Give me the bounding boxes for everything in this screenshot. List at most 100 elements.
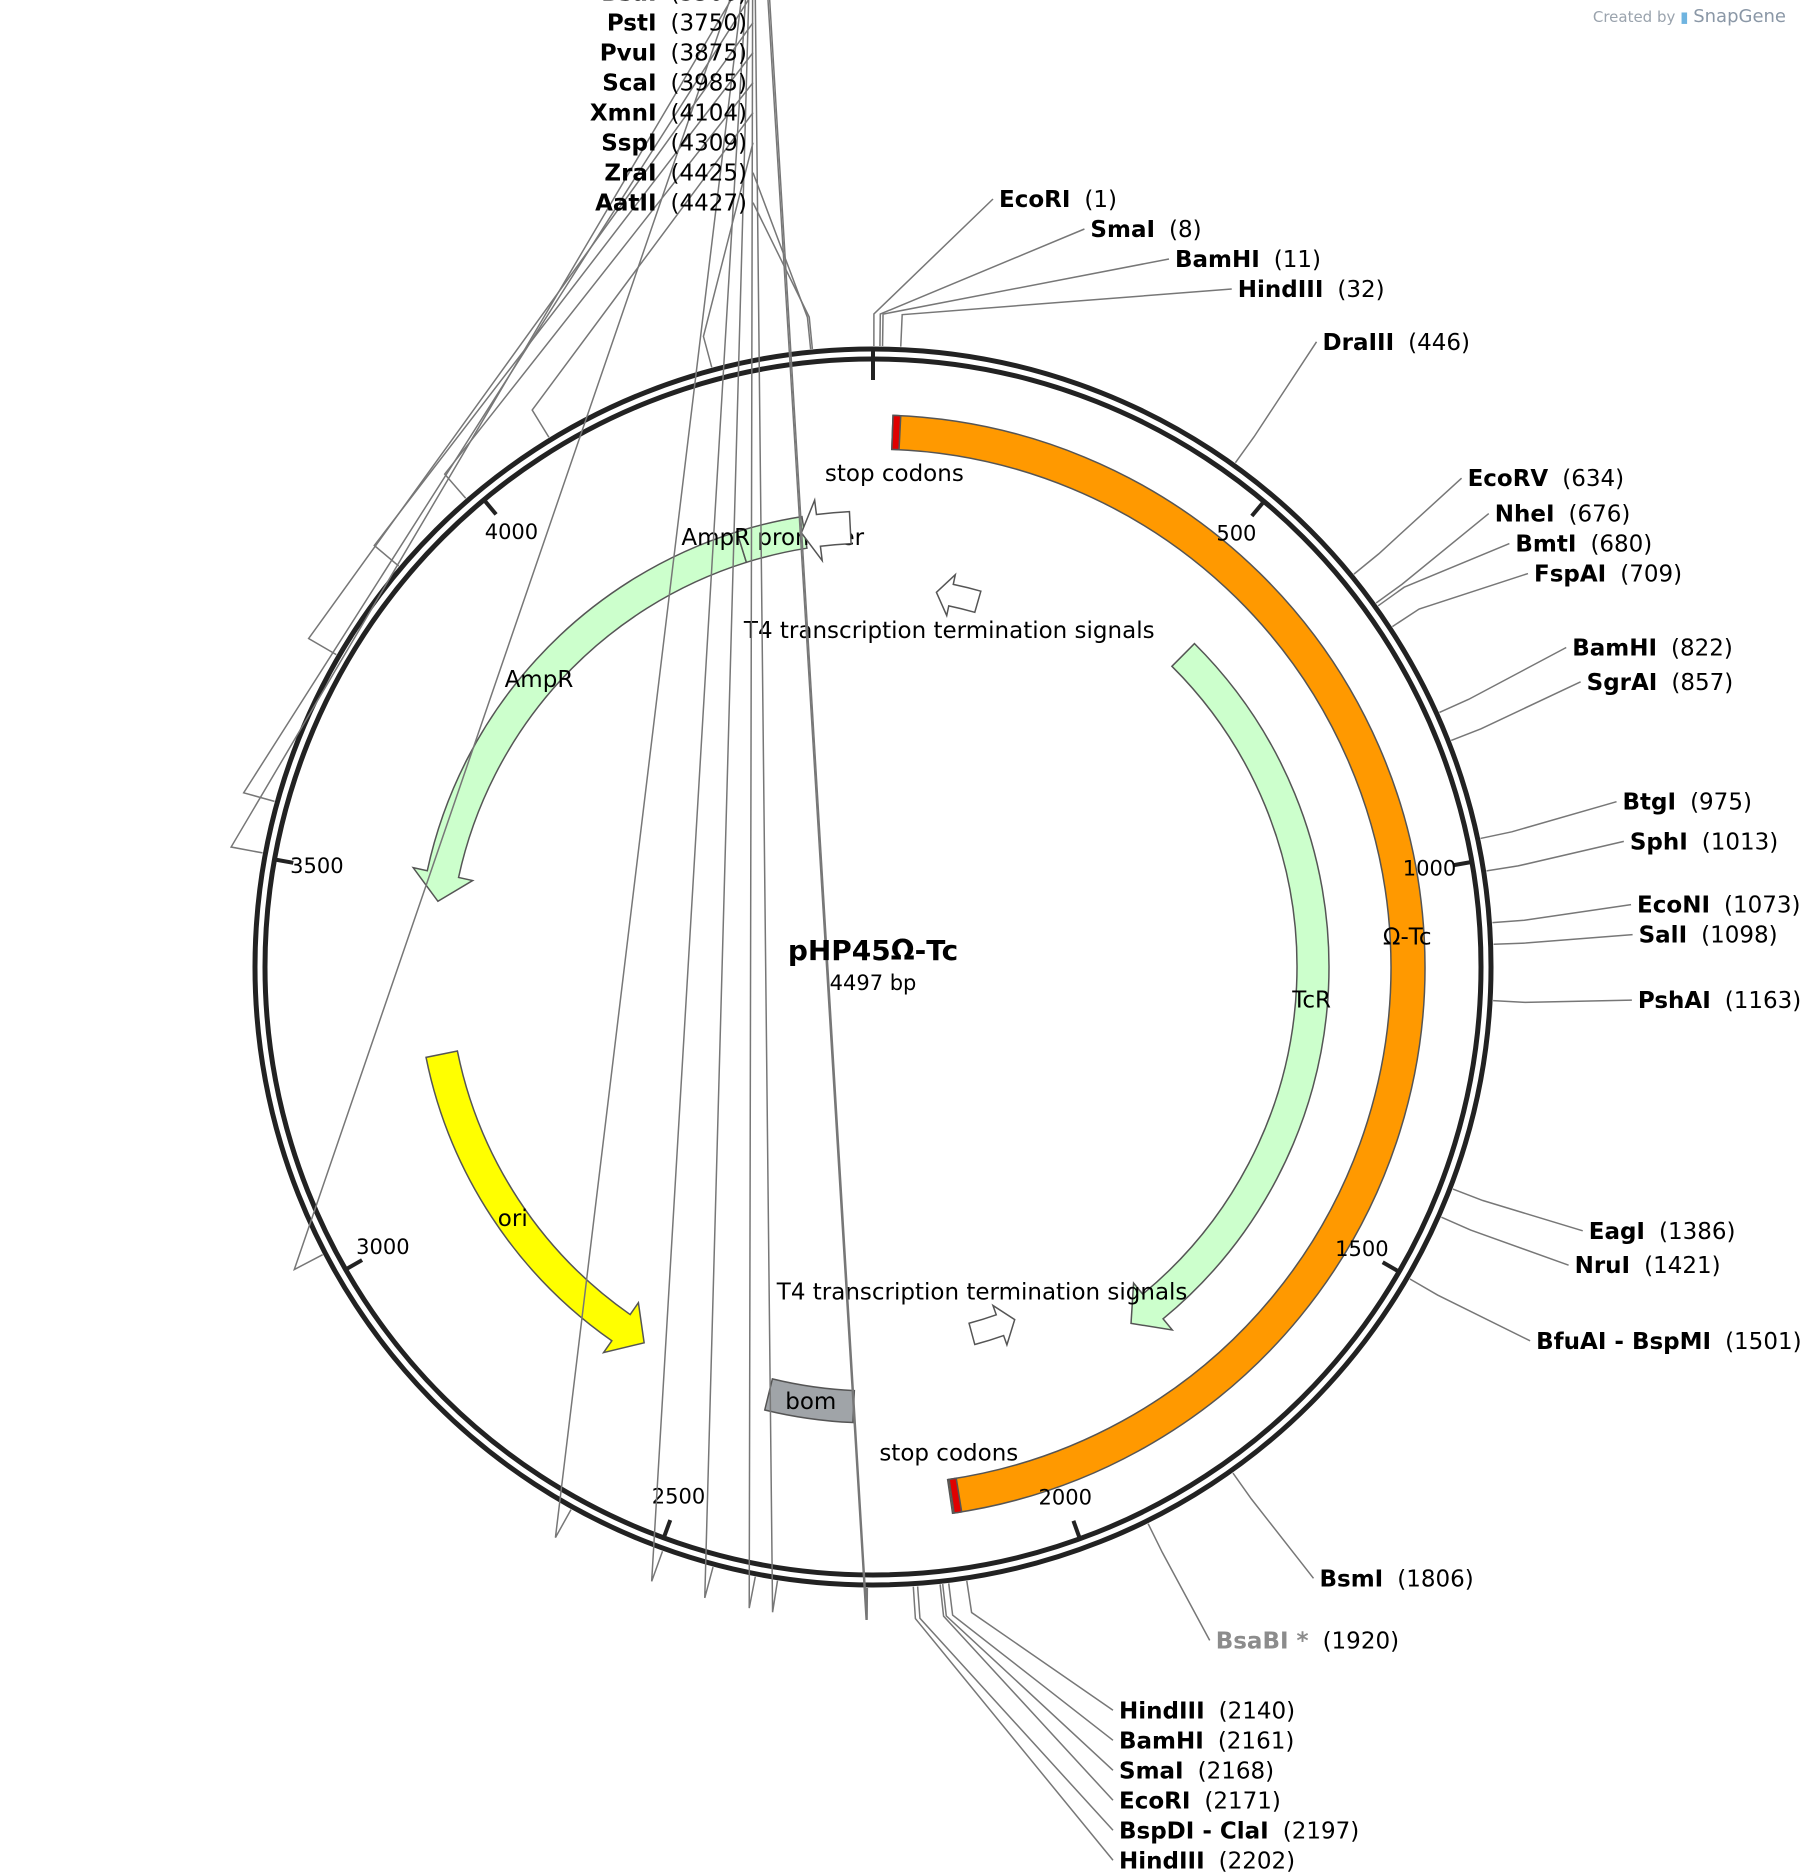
- site-bspdi-clai-2197[interactable]: BspDI - ClaI (2197): [1119, 1818, 1359, 1844]
- tick-label-1000: 1000: [1403, 856, 1456, 880]
- site-bamhi-11[interactable]: BamHI (11): [1175, 247, 1321, 273]
- site-fspai-709[interactable]: FspAI(709): [1534, 562, 1682, 588]
- feature-t4-transcription-termination-signals-8[interactable]: [935, 572, 982, 618]
- site-enzyme-name: BamHI: [1572, 636, 1657, 662]
- tick-500: [1250, 500, 1265, 518]
- tick-4000: [483, 499, 498, 516]
- site-leader-nrui-1421: [1441, 1216, 1569, 1266]
- site-leader-pshai-1163: [1493, 999, 1632, 1004]
- site-leader-smai-8: [879, 228, 1085, 347]
- site-hindiii-2140[interactable]: HindIII(2140): [1119, 1698, 1295, 1724]
- site-position: (2197): [1283, 1818, 1359, 1844]
- site-position: (3750): [671, 11, 747, 37]
- site-leader-hindiii-2202: [912, 1586, 1114, 1861]
- site-pshai-1163[interactable]: PshAI(1163): [1638, 988, 1801, 1014]
- feature-ori-2[interactable]: [425, 1050, 645, 1354]
- site-bsabi-1920[interactable]: BsaBI *(1920): [1216, 1628, 1399, 1654]
- site-eagi-1386[interactable]: EagI(1386): [1589, 1219, 1736, 1245]
- site-enzyme-name: BspDI - ClaI: [1119, 1818, 1269, 1844]
- site-position: (4427): [671, 191, 747, 217]
- feature-bom-5[interactable]: [763, 1377, 856, 1424]
- site-enzyme-name: EcoRI: [999, 187, 1070, 213]
- tick-label-2500: 2500: [652, 1484, 705, 1508]
- site-psti-3750[interactable]: PstI(3750): [607, 11, 747, 37]
- site-hindiii-32[interactable]: HindIII(32): [1238, 277, 1385, 303]
- feature-label-bom-5: bom: [785, 1389, 836, 1415]
- feature-tcr-1[interactable]: [1130, 642, 1330, 1331]
- site-enzyme-name: EcoRV: [1468, 466, 1549, 492]
- site-pvui-3875[interactable]: PvuI(3875): [600, 41, 747, 67]
- site-bamhi-822[interactable]: BamHI(822): [1572, 636, 1733, 662]
- site-enzyme-name: BamHI: [1175, 247, 1260, 273]
- site-position: (11): [1274, 247, 1321, 273]
- site-leader-ahdi-3505: [229, 0, 732, 854]
- site-position: (3985): [671, 71, 747, 97]
- site-smai-8[interactable]: SmaI(8): [1090, 217, 1201, 243]
- site-leader-alwni-3028: [292, 0, 731, 1272]
- site-nhei-676[interactable]: NheI(676): [1495, 502, 1631, 528]
- site-nrui-1421[interactable]: NruI(1421): [1575, 1253, 1721, 1279]
- site-position: (2171): [1204, 1788, 1280, 1814]
- site-ecorv-634[interactable]: EcoRV (634): [1468, 466, 1625, 492]
- site-position: (8): [1169, 217, 1202, 243]
- tick-label-4000: 4000: [485, 520, 538, 544]
- site-leader-bsmi-1806: [1232, 1472, 1315, 1579]
- site-leader-bamhi-11: [881, 258, 1170, 347]
- site-bfuai-bspmi-1501[interactable]: BfuAI - BspMI(1501): [1536, 1329, 1801, 1355]
- site-btgi-975[interactable]: BtgI(975): [1623, 790, 1752, 816]
- site-ecori-1[interactable]: EcoRI(1): [999, 187, 1117, 213]
- tick-1500: [1381, 1260, 1400, 1273]
- site-leader-sphi-1013: [1486, 840, 1625, 872]
- site-position: (4309): [671, 131, 747, 157]
- site-enzyme-name: PvuI: [600, 41, 657, 67]
- site-enzyme-name: EcoNI: [1637, 893, 1710, 919]
- feature-stop-codons-7[interactable]: [948, 1477, 963, 1514]
- site-bsmi-1806[interactable]: BsmI(1806): [1320, 1566, 1474, 1592]
- feature-label-t4-transcription-termination-signals-8: T4 transcription termination signals: [743, 618, 1155, 644]
- site-hindiii-2202[interactable]: HindIII(2202): [1119, 1848, 1295, 1874]
- site-enzyme-name: HindIII: [1238, 277, 1324, 303]
- site-aatii-4427[interactable]: AatII(4427): [595, 191, 747, 217]
- site-ecori-2171[interactable]: EcoRI(2171): [1119, 1788, 1281, 1814]
- site-leader-xmni-4104: [531, 112, 754, 438]
- site-position: (1098): [1701, 923, 1777, 949]
- site-leader-ndei-2435: [704, 0, 750, 1599]
- site-sphi-1013[interactable]: SphI(1013): [1630, 829, 1778, 855]
- site-econi-1073[interactable]: EcoNI(1073): [1637, 893, 1800, 919]
- feature-stop-codons-6[interactable]: [891, 414, 902, 451]
- site-leader-btgi-975: [1480, 800, 1617, 840]
- tick-label-3000: 3000: [356, 1235, 409, 1259]
- feature-ampr-3[interactable]: [411, 530, 748, 903]
- tick-label-500: 500: [1216, 521, 1256, 545]
- site-bamhi-2161[interactable]: BamHI(2161): [1119, 1728, 1294, 1754]
- site-position: (446): [1408, 330, 1470, 356]
- site-leader-bamhi-2161: [947, 1583, 1114, 1741]
- site-xmni-4104[interactable]: XmnI(4104): [590, 101, 747, 127]
- site-bmti-680[interactable]: BmtI(680): [1515, 532, 1652, 558]
- site-leader-draiii-446: [1234, 341, 1318, 464]
- site-leader-smai-2168: [941, 1583, 1114, 1771]
- feature-label-ori-2: ori: [498, 1206, 528, 1232]
- site-zrai-4425[interactable]: ZraI(4425): [604, 161, 747, 187]
- site-sspi-4309[interactable]: SspI(4309): [601, 131, 747, 157]
- site-leader-bspqi-sapi-2496: [650, 0, 747, 1582]
- site-enzyme-name: BamHI: [1119, 1728, 1204, 1754]
- site-enzyme-name: FspAI: [1534, 562, 1606, 588]
- site-enzyme-name: BsmI: [1320, 1566, 1384, 1592]
- feature-ampr-promoter-arrow-10[interactable]: [800, 497, 852, 564]
- site-sali-1098[interactable]: SalI(1098): [1639, 923, 1778, 949]
- feature-t4-transcription-termination-signals-9[interactable]: [968, 1303, 1016, 1348]
- site-smai-2168[interactable]: SmaI(2168): [1119, 1758, 1274, 1784]
- site-bsai-3566[interactable]: BsaI(3566): [601, 0, 747, 7]
- site-position: (1013): [1702, 829, 1778, 855]
- site-sgrai-857[interactable]: SgrAI(857): [1587, 670, 1734, 696]
- site-position: (975): [1690, 790, 1752, 816]
- site-position: (634): [1562, 466, 1624, 492]
- site-scai-3985[interactable]: ScaI(3985): [602, 71, 747, 97]
- site-draiii-446[interactable]: DraIII(446): [1323, 330, 1471, 356]
- site-leader-sspi-4309: [702, 142, 754, 368]
- site-position: (2140): [1219, 1698, 1295, 1724]
- plasmid-name: pHP45Ω-Tc: [788, 934, 958, 967]
